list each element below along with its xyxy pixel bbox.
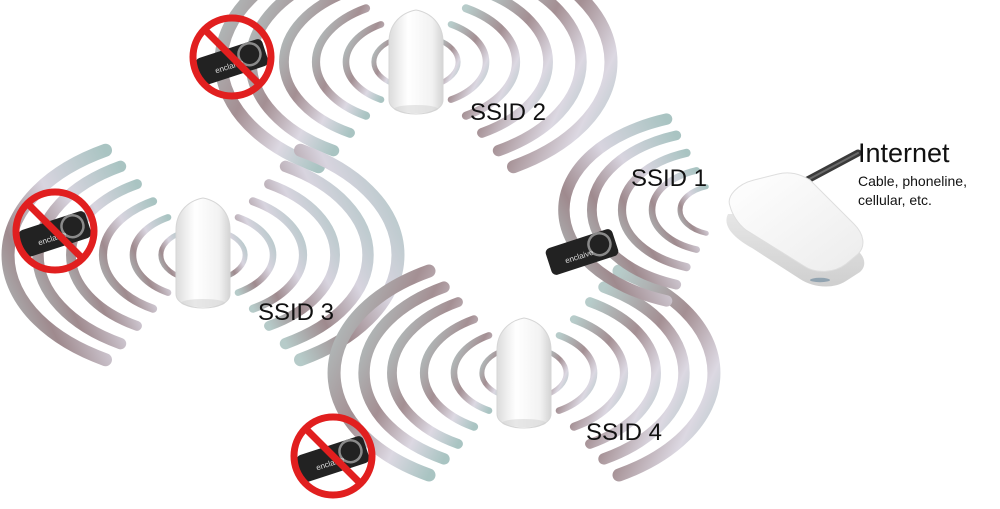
wifi-wave-arc: [461, 4, 521, 120]
wifi-wave-arc: [492, 0, 587, 157]
wifi-wave-arc: [327, 264, 436, 482]
internet-subtitle-line-2: cellular, etc.: [858, 192, 932, 208]
wifi-wave-arc: [387, 297, 463, 449]
wifi-wave-arc: [311, 4, 371, 120]
wifi-wave-arc: [648, 167, 700, 253]
wifi-waves-ssid-4: [327, 264, 721, 482]
mesh-router-ssid-2: [388, 9, 444, 115]
wifi-wave-arc: [234, 214, 277, 296]
ssid-1-label: SSID 1: [631, 165, 707, 192]
internet-modem: [726, 172, 865, 287]
wifi-wave-arc: [221, 229, 248, 281]
prohibited-icon-ssid-3: [12, 188, 98, 274]
internet-subtitle-line-1: Cable, phoneline,: [858, 173, 967, 189]
wifi-wave-arc: [479, 347, 506, 399]
wifi-wave-arc: [477, 0, 553, 138]
mesh-router-ssid-4: [496, 317, 552, 429]
prohibited-icon-ssid-2: [189, 14, 275, 100]
wifi-wave-arc: [555, 332, 598, 414]
wifi-wave-arc: [569, 315, 629, 431]
wifi-wave-arc: [248, 197, 308, 313]
ssid-3-label: SSID 3: [258, 299, 334, 326]
wifi-wave-arc: [450, 332, 493, 414]
wifi-wave-arc: [66, 179, 142, 331]
wifi-wave-arc: [585, 297, 661, 449]
wifi-wave-arc: [558, 113, 673, 307]
wifi-wave-arc: [507, 0, 618, 174]
ssid-2-label: SSID 2: [470, 99, 546, 126]
wifi-wave-arc: [32, 160, 127, 350]
ssid-4-label: SSID 4: [586, 419, 662, 446]
wifi-wave-arc: [677, 184, 709, 236]
wifi-wave-arc: [586, 130, 682, 290]
wifi-wave-arc: [447, 21, 490, 103]
mesh-router-ssid-3: [175, 197, 231, 309]
wifi-wave-arc: [617, 148, 691, 272]
wifi-wave-arc: [279, 160, 374, 350]
wifi-wave-arc: [1, 143, 112, 367]
internet-title: Internet: [858, 138, 950, 168]
prohibited-icon-ssid-4: [290, 413, 376, 499]
wifi-wave-arc: [612, 264, 721, 482]
wifi-wave-arc: [358, 281, 450, 465]
wifi-wave-arc: [542, 347, 569, 399]
wifi-wave-arc: [158, 229, 185, 281]
wifi-wave-arc: [342, 21, 385, 103]
wifi-wave-arc: [129, 214, 172, 296]
wifi-wave-arc: [371, 36, 398, 88]
wifi-wave-arc: [98, 197, 158, 313]
wifi-wave-arc: [264, 179, 340, 331]
wifi-wave-arc: [419, 315, 479, 431]
wifi-wave-arc: [434, 36, 461, 88]
wifi-waves-ssid-1: [558, 113, 709, 307]
enclaive-device-ssid-1: enclaive: [545, 229, 619, 275]
wifi-wave-arc: [279, 0, 355, 138]
wifi-wave-arc: [598, 281, 690, 465]
